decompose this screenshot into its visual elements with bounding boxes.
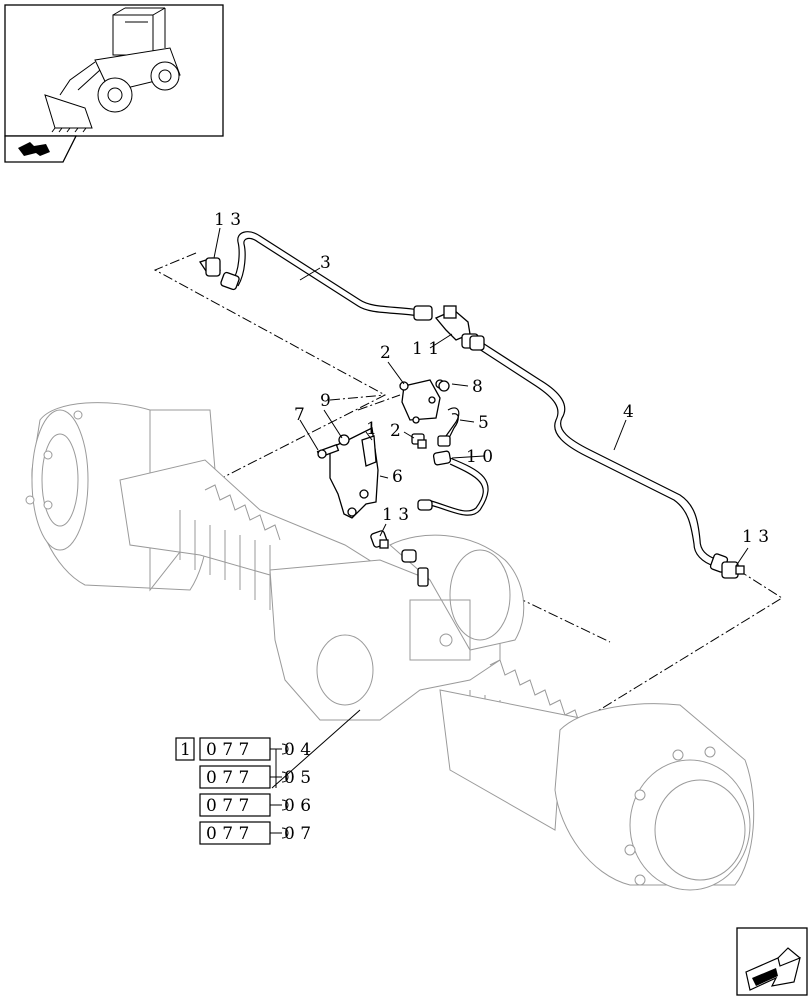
reference-row[interactable]: 0 7 7 0 5 [199, 765, 311, 789]
svg-text:0 4: 0 4 [284, 740, 311, 760]
callout-8: 8 [472, 377, 483, 397]
callout-3: 3 [320, 253, 331, 273]
wheel-loader-thumbnail[interactable] [4, 4, 224, 137]
callout-4: 4 [623, 402, 634, 422]
leader-lines [213, 227, 749, 789]
callout-10: 1 0 [466, 447, 493, 467]
svg-text:0 7 7: 0 7 7 [206, 824, 249, 844]
fitting-13-top [198, 257, 222, 277]
fitting-13-middle [370, 530, 389, 549]
callout-9: 9 [320, 391, 331, 411]
callout-1: 1 [366, 419, 377, 439]
bolt-7 [316, 443, 340, 459]
svg-text:0 5: 0 5 [284, 768, 311, 788]
next-page-arrow-icon[interactable] [736, 927, 808, 996]
svg-text:0 7 7: 0 7 7 [206, 768, 249, 788]
valve-block [399, 379, 445, 424]
reference-badge-label: 1 [180, 740, 191, 760]
fitting-13-right [721, 561, 745, 579]
callout-2-bottom: 2 [390, 421, 401, 441]
callout-5: 5 [478, 413, 489, 433]
reference-table: 1 0 7 7 0 4 0 7 7 0 5 0 7 7 0 6 0 7 7 0 … [175, 737, 311, 845]
pipe-3 [220, 231, 433, 321]
svg-text:0 6: 0 6 [284, 796, 311, 816]
svg-text:0 7 7: 0 7 7 [206, 740, 249, 760]
axle-port-fittings [401, 549, 429, 587]
callout-13-top: 1 3 [214, 210, 241, 230]
callout-11: 1 1 [412, 339, 439, 359]
svg-text:0 7: 0 7 [284, 824, 311, 844]
svg-text:0 7 7: 0 7 7 [206, 796, 249, 816]
callout-labels: 1 3 3 2 1 1 8 4 7 9 1 2 5 1 0 6 1 3 1 3 [214, 210, 769, 547]
reference-row[interactable]: 0 7 7 0 7 [199, 821, 311, 845]
elbow-fitting-2 [411, 433, 427, 449]
reference-badge [175, 737, 195, 761]
bracket-6 [329, 427, 379, 519]
reference-row[interactable]: 0 7 7 0 6 [199, 793, 311, 817]
callout-13-middle: 1 3 [382, 505, 409, 525]
callout-2-top: 2 [380, 343, 391, 363]
plug-8 [438, 380, 450, 392]
callout-6: 6 [392, 467, 403, 487]
hose-10 [417, 450, 489, 516]
callout-7: 7 [294, 405, 305, 425]
pipe-5 [437, 407, 460, 447]
reference-row[interactable]: 0 7 7 0 4 [199, 737, 311, 761]
callout-13-right: 1 3 [742, 527, 769, 547]
back-arrow-icon[interactable] [4, 135, 78, 163]
pipe-4 [469, 335, 729, 573]
front-axle [25, 402, 755, 891]
